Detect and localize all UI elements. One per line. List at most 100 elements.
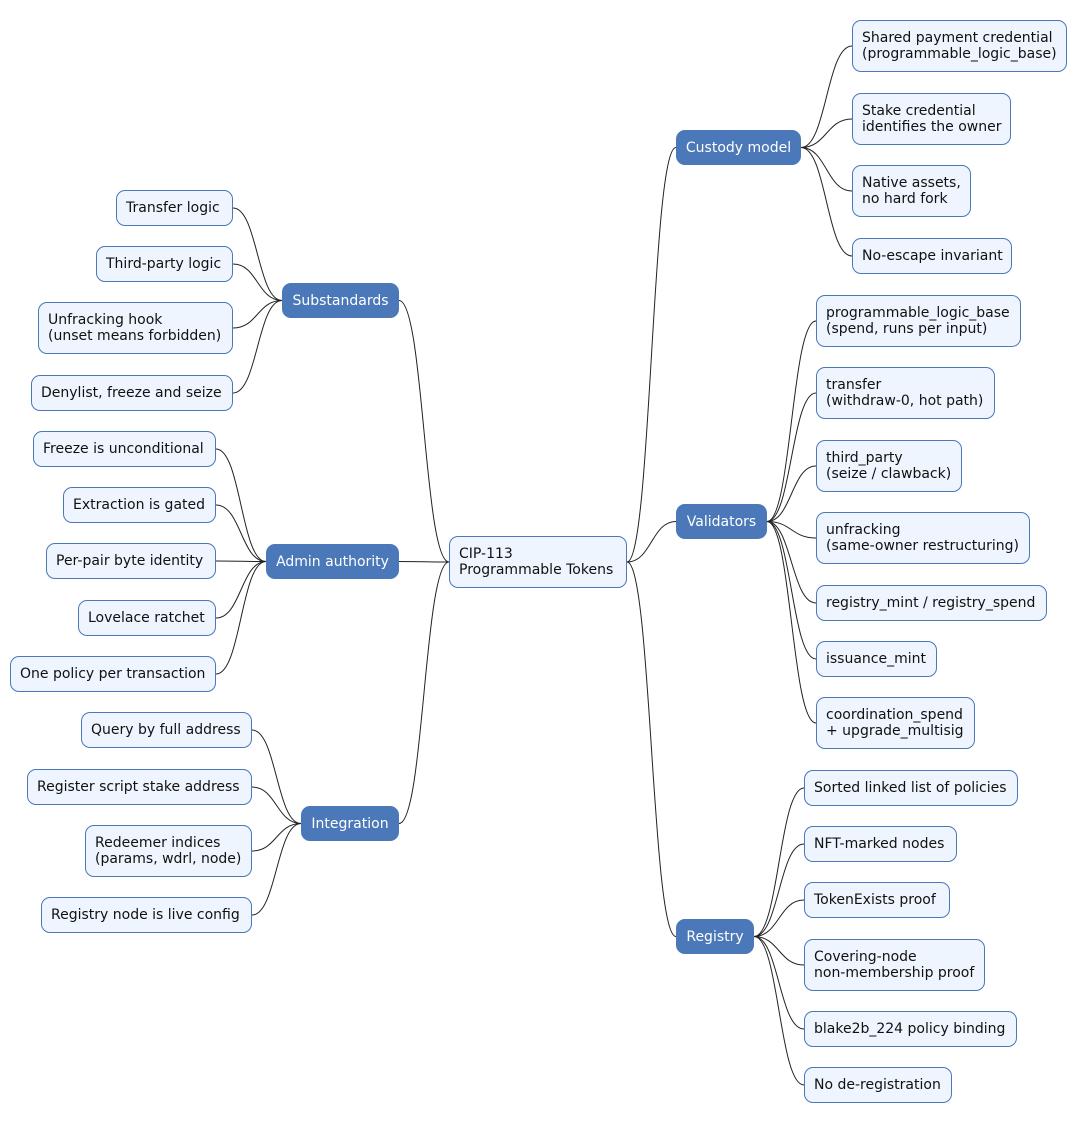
connector-root-integration	[398, 561, 450, 824]
connector-custody-model-leaf	[800, 118, 853, 148]
node-text-line: No-escape invariant	[862, 248, 1003, 264]
connector-validators-leaf	[766, 521, 817, 724]
connector-validators-leaf	[766, 392, 817, 522]
node-text-line: (unset means forbidden)	[48, 328, 222, 344]
node-text-line: (same-owner restructuring)	[826, 538, 1020, 554]
node-text-line: registry_mint / registry_spend	[826, 595, 1036, 611]
connector-registry-leaf	[753, 936, 805, 1086]
connector-admin-authority-leaf	[215, 504, 267, 562]
node-text-line: Registry node is live config	[51, 907, 240, 923]
node-text-line: blake2b_224 policy binding	[814, 1021, 1006, 1037]
leaf-node: Redeemer indices(params, wdrl, node)	[85, 825, 252, 877]
leaf-node: No de-registration	[804, 1067, 952, 1103]
connector-registry-leaf	[753, 787, 805, 937]
node-text-line: One policy per transaction	[20, 666, 206, 682]
node-text-line: CIP-113	[459, 546, 513, 562]
connector-substandards-leaf	[232, 300, 283, 329]
leaf-node: Unfracking hook(unset means forbidden)	[38, 302, 233, 354]
node-text-line: NFT-marked nodes	[814, 836, 945, 852]
node-text-line: Programmable Tokens	[459, 562, 614, 578]
connector-admin-authority-leaf	[215, 561, 267, 619]
leaf-node: issuance_mint	[816, 641, 937, 677]
node-text-line: Lovelace ratchet	[88, 610, 205, 626]
node-text-line: Freeze is unconditional	[43, 441, 204, 457]
connector-registry-leaf	[753, 936, 805, 1030]
connector-substandards-leaf	[232, 263, 283, 301]
connector-integration-leaf	[251, 823, 302, 852]
node-text-line: Per-pair byte identity	[56, 553, 204, 569]
connector-registry-leaf	[753, 936, 805, 966]
branch-admin-authority: Admin authority	[266, 544, 399, 579]
node-text-line: Third-party logic	[106, 256, 222, 272]
leaf-node: One policy per transaction	[10, 656, 216, 692]
leaf-node: registry_mint / registry_spend	[816, 585, 1047, 621]
node-text-line: programmable_logic_base	[826, 305, 1010, 321]
node-text-line: Extraction is gated	[73, 497, 206, 513]
connector-admin-authority-leaf	[215, 561, 267, 675]
connector-root-admin-authority	[398, 561, 450, 563]
leaf-node: Extraction is gated	[63, 487, 216, 523]
connector-integration-leaf	[251, 823, 302, 916]
node-text-line: (withdraw-0, hot path)	[826, 393, 984, 409]
connector-validators-leaf	[766, 521, 817, 660]
node-text-line: Query by full address	[91, 722, 241, 738]
node-text-line: Redeemer indices	[95, 835, 221, 851]
leaf-node: Transfer logic	[116, 190, 233, 226]
node-text-line: issuance_mint	[826, 651, 927, 667]
leaf-node: programmable_logic_base(spend, runs per …	[816, 295, 1021, 347]
node-text-line: TokenExists proof	[814, 892, 936, 908]
node-text-line: Register script stake address	[37, 779, 240, 795]
node-text-line: Shared payment credential	[862, 30, 1053, 46]
connector-validators-leaf	[766, 465, 817, 522]
connector-root-registry	[626, 561, 677, 937]
connector-substandards-leaf	[232, 207, 283, 301]
connector-admin-authority-leaf	[215, 448, 267, 562]
connector-registry-leaf	[753, 843, 805, 937]
leaf-node: Shared payment credential(programmable_l…	[852, 20, 1067, 72]
branch-integration: Integration	[301, 806, 399, 841]
node-text-line: (spend, runs per input)	[826, 321, 988, 337]
node-text-line: coordination_spend	[826, 707, 963, 723]
connector-admin-authority-leaf	[215, 560, 267, 562]
leaf-node: NFT-marked nodes	[804, 826, 957, 862]
connector-validators-leaf	[766, 521, 817, 604]
node-text-line: Stake credential	[862, 103, 976, 119]
node-text-line: Unfracking hook	[48, 312, 163, 328]
connector-custody-model-leaf	[800, 147, 853, 257]
node-text-line: No de-registration	[814, 1077, 941, 1093]
node-text-line: Transfer logic	[126, 200, 220, 216]
node-text-line: Covering-node	[814, 949, 917, 965]
connector-substandards-leaf	[232, 300, 283, 394]
leaf-node: Registry node is live config	[41, 897, 252, 933]
branch-validators: Validators	[676, 504, 767, 539]
leaf-node: TokenExists proof	[804, 882, 950, 918]
leaf-node: Third-party logic	[96, 246, 233, 282]
leaf-node: coordination_spend+ upgrade_multisig	[816, 697, 975, 749]
leaf-node: Per-pair byte identity	[46, 543, 216, 579]
node-text-line: (programmable_logic_base)	[862, 46, 1057, 62]
leaf-node: transfer(withdraw-0, hot path)	[816, 367, 995, 419]
node-text-line: transfer	[826, 377, 882, 393]
leaf-node: Query by full address	[81, 712, 252, 748]
node-text-line: non-membership proof	[814, 965, 975, 981]
branch-custody-model: Custody model	[676, 130, 801, 165]
leaf-node: Freeze is unconditional	[33, 431, 216, 467]
connector-root-custody-model	[626, 147, 677, 563]
connector-validators-leaf	[766, 320, 817, 522]
node-text-line: Native assets,	[862, 175, 961, 191]
node-text-line: no hard fork	[862, 191, 948, 207]
node-text-line: (params, wdrl, node)	[95, 851, 242, 867]
leaf-node: Denylist, freeze and seize	[31, 375, 233, 411]
leaf-node: Native assets,no hard fork	[852, 165, 971, 217]
node-text-line: third_party	[826, 450, 903, 466]
branch-registry: Registry	[676, 919, 754, 954]
node-text-line: + upgrade_multisig	[826, 723, 964, 739]
node-text-line: identifies the owner	[862, 119, 1002, 135]
node-text-line: Denylist, freeze and seize	[41, 385, 222, 401]
connector-validators-leaf	[766, 521, 817, 539]
leaf-node: third_party(seize / clawback)	[816, 440, 962, 492]
